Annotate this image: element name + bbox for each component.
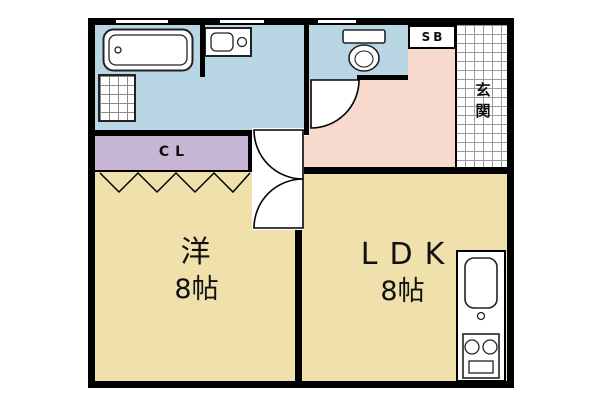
wall-room-divider <box>295 228 302 381</box>
closet-label: CL <box>158 144 191 160</box>
wall-washroom-right <box>304 25 309 135</box>
bathtub-icon <box>102 28 194 72</box>
kitchen-sink-icon <box>464 257 498 321</box>
wall-outer-left <box>88 18 95 388</box>
shoebox: SB <box>408 25 456 49</box>
window-toilet <box>318 18 356 25</box>
door-swing-rooms <box>252 128 304 230</box>
area-closet <box>95 136 248 172</box>
wall-outer-right <box>507 18 514 388</box>
ldk-room-name: LDK <box>360 237 457 272</box>
area-hallway-upper <box>408 49 456 80</box>
folding-door-zigzag <box>99 171 251 194</box>
western-room-size: 8帖 <box>174 274 219 305</box>
western-room-name: 洋 <box>180 235 213 270</box>
entrance-label: 玄関 <box>473 82 492 124</box>
stove-icon <box>462 333 500 379</box>
entrance-step-line <box>455 25 457 172</box>
shoebox-label: SB <box>421 30 446 44</box>
western-room-label: 洋 8帖 <box>95 235 298 305</box>
window-washroom <box>220 18 264 25</box>
wall-ldk-top <box>303 167 507 174</box>
door-swing-toilet <box>310 79 360 129</box>
washbasin-icon <box>204 27 252 57</box>
wall-bath-divider <box>200 25 205 77</box>
window-bathroom <box>116 18 168 25</box>
wall-closet-top <box>95 130 253 136</box>
kitchen-counter <box>456 250 506 382</box>
toilet-icon <box>342 29 386 72</box>
area-entrance-tile <box>456 25 507 172</box>
wall-outer-bottom <box>88 381 514 388</box>
wall-outer-top <box>88 18 514 25</box>
closet-front-line <box>95 170 252 172</box>
wall-closet-right <box>248 130 253 172</box>
wall-toilet-bottom <box>357 75 408 80</box>
shower-pan-icon <box>98 74 136 122</box>
ldk-room-size: 8帖 <box>380 276 425 307</box>
ldk-room-label: LDK 8帖 <box>298 237 507 307</box>
